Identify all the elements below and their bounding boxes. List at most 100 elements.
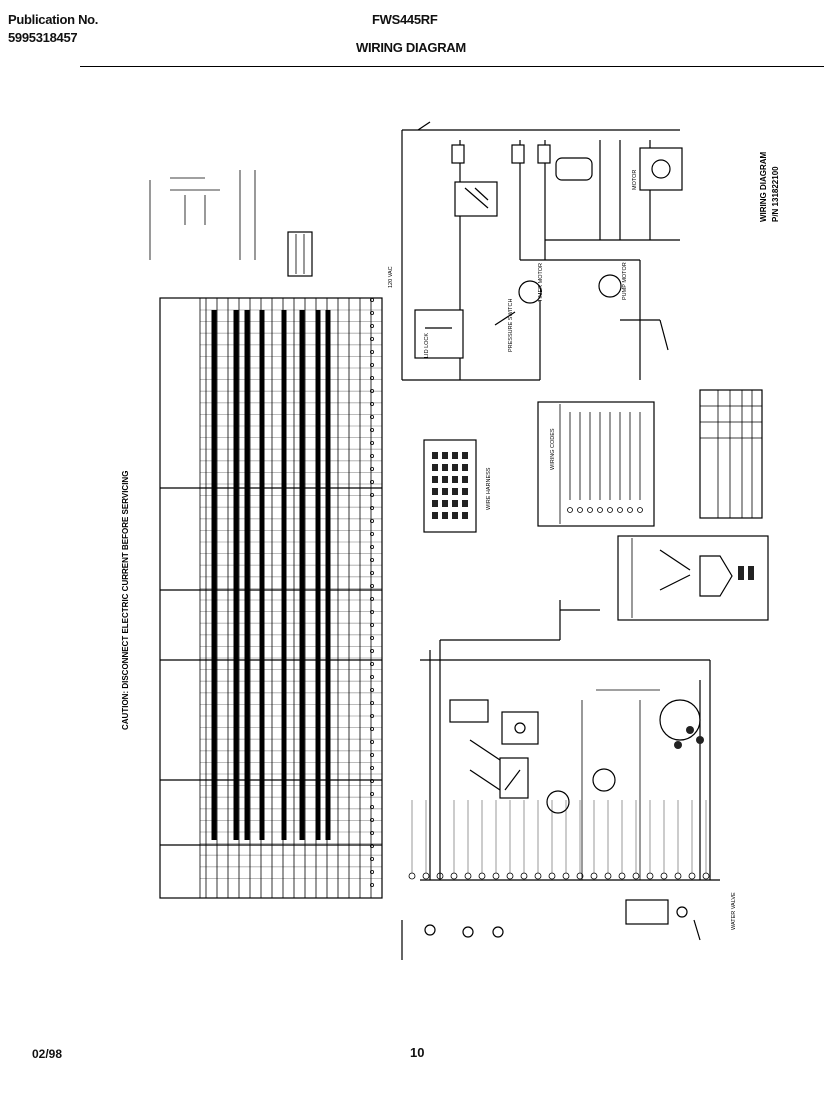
timer-increment-mark	[369, 440, 374, 445]
harness-pin	[442, 488, 448, 495]
timer-increment-mark	[369, 336, 374, 341]
pump-motor-label: PUMP MOTOR	[622, 262, 628, 300]
header-rule	[80, 66, 824, 67]
terminal	[478, 872, 486, 880]
model-number: FWS445RF	[372, 12, 438, 27]
chart-frame	[159, 297, 383, 899]
inset-switch-detail	[149, 170, 256, 260]
harness-pin	[442, 452, 448, 459]
timer-increment-mark	[369, 414, 374, 419]
supply-voltage-label: 120 VAC	[388, 266, 394, 288]
timer-increment-mark	[369, 818, 374, 823]
harness-pin	[432, 464, 438, 471]
wiring-diagram-side-title: WIRING DIAGRAM	[759, 151, 768, 222]
legend-title: WIRING CODES	[550, 428, 556, 470]
page-number: 10	[410, 1045, 425, 1060]
timer-increment-mark	[369, 571, 374, 576]
harness-pin	[462, 464, 468, 471]
timer-motor-icon	[518, 280, 542, 304]
lid-lock-icon	[414, 309, 464, 359]
harness-pin	[452, 476, 458, 483]
harness-pin	[442, 500, 448, 507]
harness-pin	[462, 488, 468, 495]
timer-increment-mark	[369, 805, 374, 810]
timer-increment-mark	[369, 870, 374, 875]
timer-increment-mark	[369, 792, 374, 797]
wire-harness-label: WIRE HARNESS	[486, 467, 492, 510]
legend-symbol	[567, 507, 573, 513]
terminal	[674, 872, 682, 880]
pressure-switch-icon	[494, 311, 516, 326]
legend-symbol	[577, 507, 583, 513]
timer-increment-mark	[369, 714, 374, 719]
timer-increment-mark	[369, 662, 374, 667]
harness-pin	[452, 464, 458, 471]
wiring-codes-legend	[537, 401, 655, 527]
timer-increment-mark	[369, 323, 374, 328]
timer-increment-mark	[369, 649, 374, 654]
timer-increment-mark	[369, 297, 374, 302]
harness-pin	[432, 452, 438, 459]
timer-sequence-chart	[159, 297, 383, 899]
wire-harness-connector	[423, 439, 477, 533]
water-valve-label: WATER VALVE	[731, 892, 737, 930]
ladder-schematic	[401, 121, 683, 381]
harness-pin	[462, 512, 468, 519]
timer-increment-mark	[369, 505, 374, 510]
component-schematic	[401, 600, 720, 960]
timer-increment-mark	[369, 532, 374, 537]
timer-increment-mark	[369, 688, 374, 693]
legend-symbol	[597, 507, 603, 513]
harness-pin	[442, 464, 448, 471]
page-title: WIRING DIAGRAM	[356, 40, 466, 55]
harness-pin	[432, 488, 438, 495]
timer-increment-mark	[369, 727, 374, 732]
terminal	[534, 872, 542, 880]
harness-pin	[442, 476, 448, 483]
motor-label: MOTOR	[632, 170, 638, 190]
harness-pin	[452, 500, 458, 507]
publication-number: 5995318457	[8, 30, 78, 45]
terminal	[702, 872, 710, 880]
timer-increment-mark	[369, 492, 374, 497]
switch-position-table	[699, 389, 763, 519]
harness-pin	[452, 452, 458, 459]
terminal	[590, 872, 598, 880]
timer-increment-mark	[369, 701, 374, 706]
terminal	[492, 872, 500, 880]
plug-detail	[617, 535, 769, 621]
harness-pin	[432, 500, 438, 507]
timer-increment-mark	[369, 675, 374, 680]
timer-increment-mark	[369, 636, 374, 641]
part-number: P/N 131822100	[771, 166, 780, 222]
terminal	[660, 872, 668, 880]
switch-legend-box	[287, 231, 313, 277]
timer-increment-mark	[369, 401, 374, 406]
harness-pin	[452, 512, 458, 519]
harness-pin	[462, 452, 468, 459]
timer-increment-mark	[369, 597, 374, 602]
timer-increment-mark	[369, 479, 374, 484]
timer-increment-mark	[369, 740, 374, 745]
timer-increment-mark	[369, 388, 374, 393]
timer-increment-mark	[369, 779, 374, 784]
timer-increment-mark	[369, 453, 374, 458]
terminal	[450, 872, 458, 880]
timer-motor-label: TIMER MOTOR	[538, 263, 544, 302]
terminal	[464, 872, 472, 880]
terminal	[408, 872, 416, 880]
timer-increment-mark	[369, 545, 374, 550]
caution-text: CAUTION: DISCONNECT ELECTRIC CURRENT BEF…	[121, 471, 130, 730]
timer-increment-mark	[369, 519, 374, 524]
harness-pin	[432, 512, 438, 519]
pump-motor-icon	[598, 274, 622, 298]
footer-date: 02/98	[32, 1047, 63, 1061]
timer-increment-mark	[369, 610, 374, 615]
harness-pin	[432, 476, 438, 483]
terminal	[506, 872, 514, 880]
timer-increment-mark	[369, 766, 374, 771]
terminal	[632, 872, 640, 880]
timer-increment-mark	[369, 844, 374, 849]
harness-pin	[462, 500, 468, 507]
timer-increment-mark	[369, 623, 374, 628]
